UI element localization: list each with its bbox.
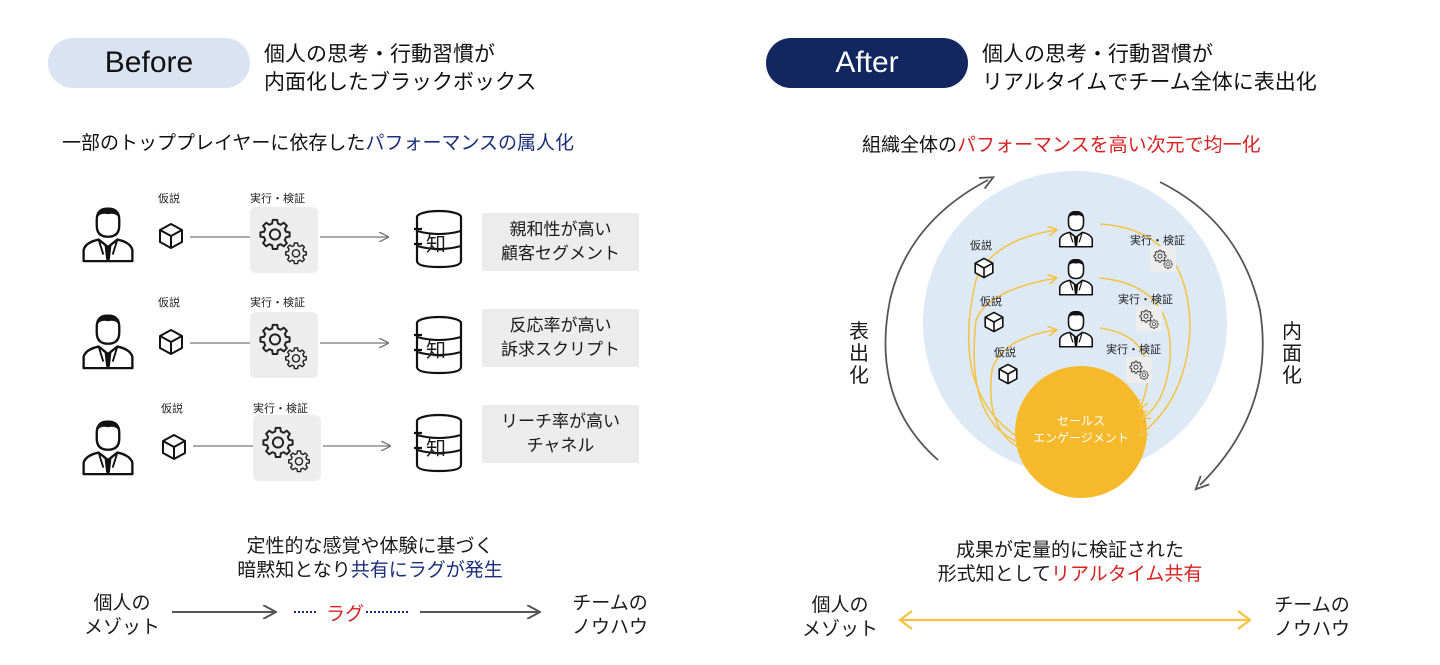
result-line1: リーチ率が高い [501,412,620,432]
before-right-label: チームの ノウハウ [560,591,660,639]
after-badge: After [766,38,968,88]
engagement-label: セールス エンゲージメント [1006,413,1156,447]
before-subtitle: 一部のトッププレイヤーに依存したパフォーマンスの属人化 [62,128,574,155]
externalize-label: 表出化 [847,320,871,386]
externalize-text: 表出化 [849,319,869,387]
after-subtitle-plain: 組織全体の [862,134,958,156]
flow-arrow [967,230,1056,437]
before-bottom-text: 定性的な感覚や体験に基づく 暗黙知となり共有にラグが発生 [200,534,540,582]
before-heading-line1: 個人の思考・行動習慣が [264,42,495,66]
hypothesis-label: 仮説 [161,402,183,415]
person-icon [1058,310,1094,348]
after-subtitle-emph: パフォーマンスを高い次元で均一化 [957,134,1261,156]
flow-arrows [967,223,1191,449]
left-label-line1: 個人の [811,594,869,616]
flow-arrow [990,330,1056,449]
flow-arrow [973,278,1056,443]
share-double-arrow [898,610,1252,630]
after-subtitle: 組織全体のパフォーマンスを高い次元で均一化 [862,130,1261,157]
before-connectors [172,0,720,665]
verify-label: 実行・検証 [1106,343,1161,356]
after-right-label: チームの ノウハウ [1262,593,1362,641]
gears-box [253,415,321,481]
right-label-line1: チームの [572,592,648,614]
result-line2: 訴求スクリプト [501,340,620,360]
after-heading-line2: リアルタイムでチーム全体に表出化 [982,70,1317,94]
person-icon [1058,258,1094,296]
before-bottom-line1: 定性的な感覚や体験に基づく [246,535,494,557]
cube-icon [974,257,994,279]
cube-icon [998,363,1018,385]
hypothesis-label: 仮説 [970,239,992,252]
gears-box [250,207,318,273]
after-heading-line1: 個人の思考・行動習慣が [982,42,1213,66]
hypothesis-label: 仮説 [980,295,1002,308]
flow-arrow [1099,277,1172,418]
after-bottom-line2: 形式知としてリアルタイム共有 [905,562,1235,586]
verify-label: 実行・検証 [1118,293,1173,306]
knowledge-char: 知 [426,436,446,460]
after-heading: 個人の思考・行動習慣が リアルタイムでチーム全体に表出化 [982,40,1317,96]
before-subtitle-emph: パフォーマンスの属人化 [365,132,575,154]
flow-arrow [1099,223,1191,435]
verify-label: 実行・検証 [1130,234,1185,247]
hypothesis-label: 仮説 [994,346,1016,359]
right-label-line1: チームの [1274,594,1350,616]
after-left-label: 個人の メゾット [790,593,890,641]
externalize-arc [884,180,988,461]
internalize-text: 内面化 [1282,319,1302,387]
result-box: 親和性が高い 顧客セグメント [482,213,639,271]
knowledge-char: 知 [426,338,446,362]
before-heading: 個人の思考・行動習慣が 内面化したブラックボックス [264,40,536,96]
before-heading-line2: 内面化したブラックボックス [264,70,537,94]
before-left-label: 個人の メゾット [72,591,172,639]
hypothesis-label: 仮説 [158,192,180,205]
result-box: リーチ率が高い チャネル [482,405,639,463]
verify-label: 実行・検証 [253,402,308,415]
before-bottom-line2: 暗黙知となり共有にラグが発生 [200,558,540,582]
right-label-line2: ノウハウ [571,616,648,638]
after-bottom-text: 成果が定量的に検証された 形式知としてリアルタイム共有 [905,538,1235,586]
hypothesis-label: 仮説 [158,296,180,309]
result-line2: 顧客セグメント [501,244,620,264]
engagement-circle [1015,366,1147,498]
lag-label: ラグ [326,603,365,625]
before-badge: Before [48,38,250,88]
verify-label: 実行・検証 [250,296,305,309]
cube-icon [984,311,1004,333]
before-subtitle-plain: 一部のトッププレイヤーに依存した [62,132,366,154]
gears-box [1150,246,1176,272]
gear-icon [1163,259,1173,269]
before-bottom-line2-emph: 共有にラグが発生 [350,559,503,581]
result-line2: チャネル [526,436,595,456]
result-line1: 親和性が高い [509,220,612,240]
verify-label: 実行・検証 [250,192,305,205]
right-label-line2: ノウハウ [1273,618,1350,640]
result-line1: 反応率が高い [509,316,612,336]
internalize-arc [1159,181,1264,485]
left-label-line2: メゾット [83,616,160,638]
gears-box [1136,306,1162,332]
person-icon [1058,210,1094,248]
internalize-label: 内面化 [1280,320,1304,386]
after-bottom-line2-emph: リアルタイム共有 [1051,563,1203,585]
before-bottom-line2-plain: 暗黙知となり [237,559,351,581]
left-label-line1: 個人の [93,592,151,614]
gears-box [1126,357,1152,383]
gear-icon [1149,319,1159,329]
after-bottom-line2-plain: 形式知として [937,563,1051,585]
after-bottom-line1: 成果が定量的に検証された [955,539,1184,561]
gear-icon [1139,370,1149,380]
knowledge-char: 知 [426,232,446,256]
result-box: 反応率が高い 訴求スクリプト [482,309,639,367]
gears-box [250,312,318,378]
left-label-line2: メゾット [801,618,878,640]
engagement-line1: セールス [1056,414,1105,428]
engagement-line2: エンゲージメント [1033,431,1129,445]
